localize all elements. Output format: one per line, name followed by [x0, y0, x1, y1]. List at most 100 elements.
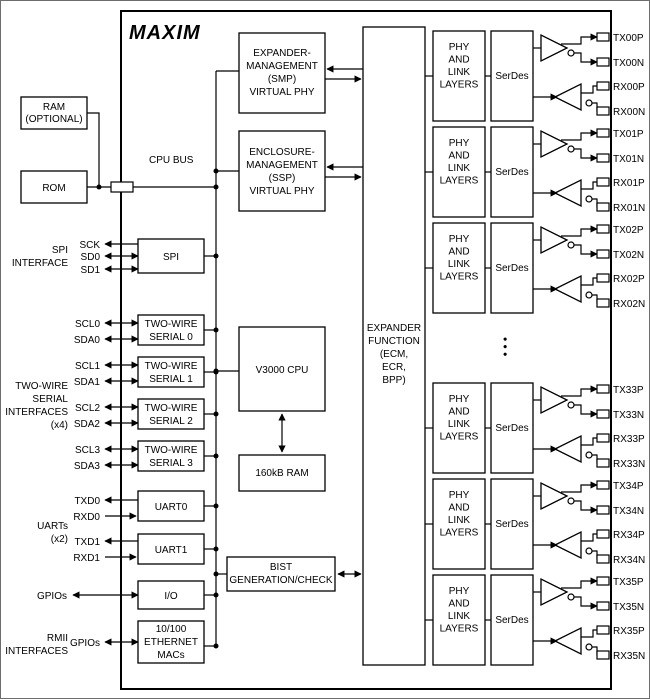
lane-pin-label: TX00P [613, 33, 644, 44]
rx-buffer-icon [553, 626, 582, 656]
phy-label: AND [448, 247, 469, 258]
phy-label: LAYERS [440, 80, 479, 91]
phy-label: LINK [448, 259, 471, 270]
phy-label: PHY [449, 138, 470, 149]
io-label: I/O [164, 591, 178, 602]
expander-label-3: (ECM, [380, 349, 408, 360]
eth-label-2: ETHERNET [144, 637, 198, 648]
pin-txd0: TXD0 [74, 496, 100, 507]
serdes-label: SerDes [495, 71, 528, 82]
bus-connector [110, 181, 134, 193]
io-block [137, 580, 205, 610]
pin-scl1: SCL1 [75, 361, 100, 372]
pin-sda2: SDA2 [74, 419, 101, 430]
tw2-label-2: SERIAL 2 [149, 416, 193, 427]
phy-link-block [432, 574, 486, 666]
expander-label-5: BPP) [382, 375, 405, 386]
phy-label: AND [448, 151, 469, 162]
serdes-block [490, 574, 534, 666]
tx-buffer-icon [540, 129, 569, 159]
phy-label: PHY [449, 586, 470, 597]
lane-ellipsis: • • • [498, 337, 512, 356]
smp-virtual-phy-block [238, 32, 326, 114]
phy-label: LAYERS [440, 272, 479, 283]
ssp-label-3: (SSP) [269, 173, 296, 184]
uarts-label-2: (x2) [51, 534, 68, 545]
lane-4: PHYANDLINKLAYERSSerDesTX34PTX34NRX34PRX3… [425, 478, 645, 570]
phy-label: LINK [448, 419, 471, 430]
lane-pin-label: TX34N [613, 506, 644, 517]
lane-pin-label: TX01N [613, 154, 644, 165]
tx-buffer-icon [540, 385, 569, 415]
rx-buffer-icon [553, 274, 582, 304]
tx-buffer-icon [540, 481, 569, 511]
uarts-label-1: UARTs [37, 521, 68, 532]
tw0-label-2: SERIAL 0 [149, 332, 193, 343]
phy-label: LAYERS [440, 624, 479, 635]
pin-scl0: SCL0 [75, 319, 100, 330]
serdes-block [490, 30, 534, 122]
phy-label: LINK [448, 67, 471, 78]
tw3-label-2: SERIAL 3 [149, 458, 193, 469]
two-wire-serial-2-block [137, 398, 205, 430]
serdes-label: SerDes [495, 519, 528, 530]
expander-label-1: EXPANDER [367, 323, 421, 334]
bist-label-2: GENERATION/CHECK [229, 575, 332, 586]
cpu-bus-label: CPU BUS [149, 155, 194, 166]
lane-pin-label: RX00P [613, 82, 645, 93]
lane-pin-label: RX01P [613, 178, 645, 189]
two-wire-interfaces-label-4: (x4) [51, 420, 68, 431]
expander-label-4: ECR, [382, 362, 406, 373]
ssp-label-2: MANAGEMENT [246, 160, 318, 171]
lane-pin-label: TX02N [613, 250, 644, 261]
ram-block [20, 96, 88, 130]
spi-interface-label-1: SPI [52, 245, 68, 256]
pin-sd0: SD0 [81, 252, 101, 263]
pin-rxd1: RXD1 [73, 553, 100, 564]
tw1-label-2: SERIAL 1 [149, 374, 193, 385]
lane-pin-label: TX35P [613, 577, 644, 588]
bist-block [226, 556, 336, 592]
eth-label-1: 10/100 [156, 624, 187, 635]
phy-label: LAYERS [440, 432, 479, 443]
pin-txd1: TXD1 [74, 537, 100, 548]
lane-2: PHYANDLINKLAYERSSerDesTX02PTX02NRX02PRX0… [425, 222, 645, 314]
tx-buffer-icon [540, 577, 569, 607]
pin-rxd0: RXD0 [73, 512, 100, 523]
phy-label: LINK [448, 163, 471, 174]
eth-label-3: MACs [157, 650, 184, 661]
lane-pin-label: RX33P [613, 434, 645, 445]
ram-160kb-label: 160kB RAM [255, 468, 308, 479]
pin-scl3: SCL3 [75, 445, 100, 456]
spi-interface-label-2: INTERFACE [12, 258, 68, 269]
two-wire-interfaces-label-1: TWO-WIRE [15, 381, 68, 392]
rx-buffer-icon [553, 434, 582, 464]
lane-5: PHYANDLINKLAYERSSerDesTX35PTX35NRX35PRX3… [425, 574, 645, 666]
lane-pin-label: TX00N [613, 58, 644, 69]
pin-sda1: SDA1 [74, 377, 101, 388]
cpu-label: V3000 CPU [256, 365, 309, 376]
rom-label: ROM [42, 183, 65, 194]
phy-label: PHY [449, 394, 470, 405]
serdes-block [490, 478, 534, 570]
lane-pin-label: TX01P [613, 129, 644, 140]
two-wire-serial-0-block [137, 314, 205, 346]
pin-sda0: SDA0 [74, 335, 101, 346]
two-wire-serial-3-block [137, 440, 205, 472]
spi-label: SPI [163, 252, 179, 263]
rmii-gpios-label: GPIOs [70, 638, 100, 649]
bist-label-1: BIST [270, 562, 292, 573]
v3000-cpu-block [238, 326, 326, 412]
pin-sda3: SDA3 [74, 461, 101, 472]
phy-label: PHY [449, 234, 470, 245]
phy-label: PHY [449, 42, 470, 53]
lane-pin-label: RX02N [613, 299, 645, 310]
lane-pin-label: TX34P [613, 481, 644, 492]
phy-link-block [432, 30, 486, 122]
pin-scl2: SCL2 [75, 403, 100, 414]
ssp-label-4: VIRTUAL PHY [249, 186, 314, 197]
ram-label: RAM [43, 102, 65, 113]
phy-lanes: PHYANDLINKLAYERSSerDesTX00PTX00NRX00PRX0… [425, 30, 645, 666]
lane-pin-label: TX35N [613, 602, 644, 613]
smp-label-4: VIRTUAL PHY [249, 87, 314, 98]
